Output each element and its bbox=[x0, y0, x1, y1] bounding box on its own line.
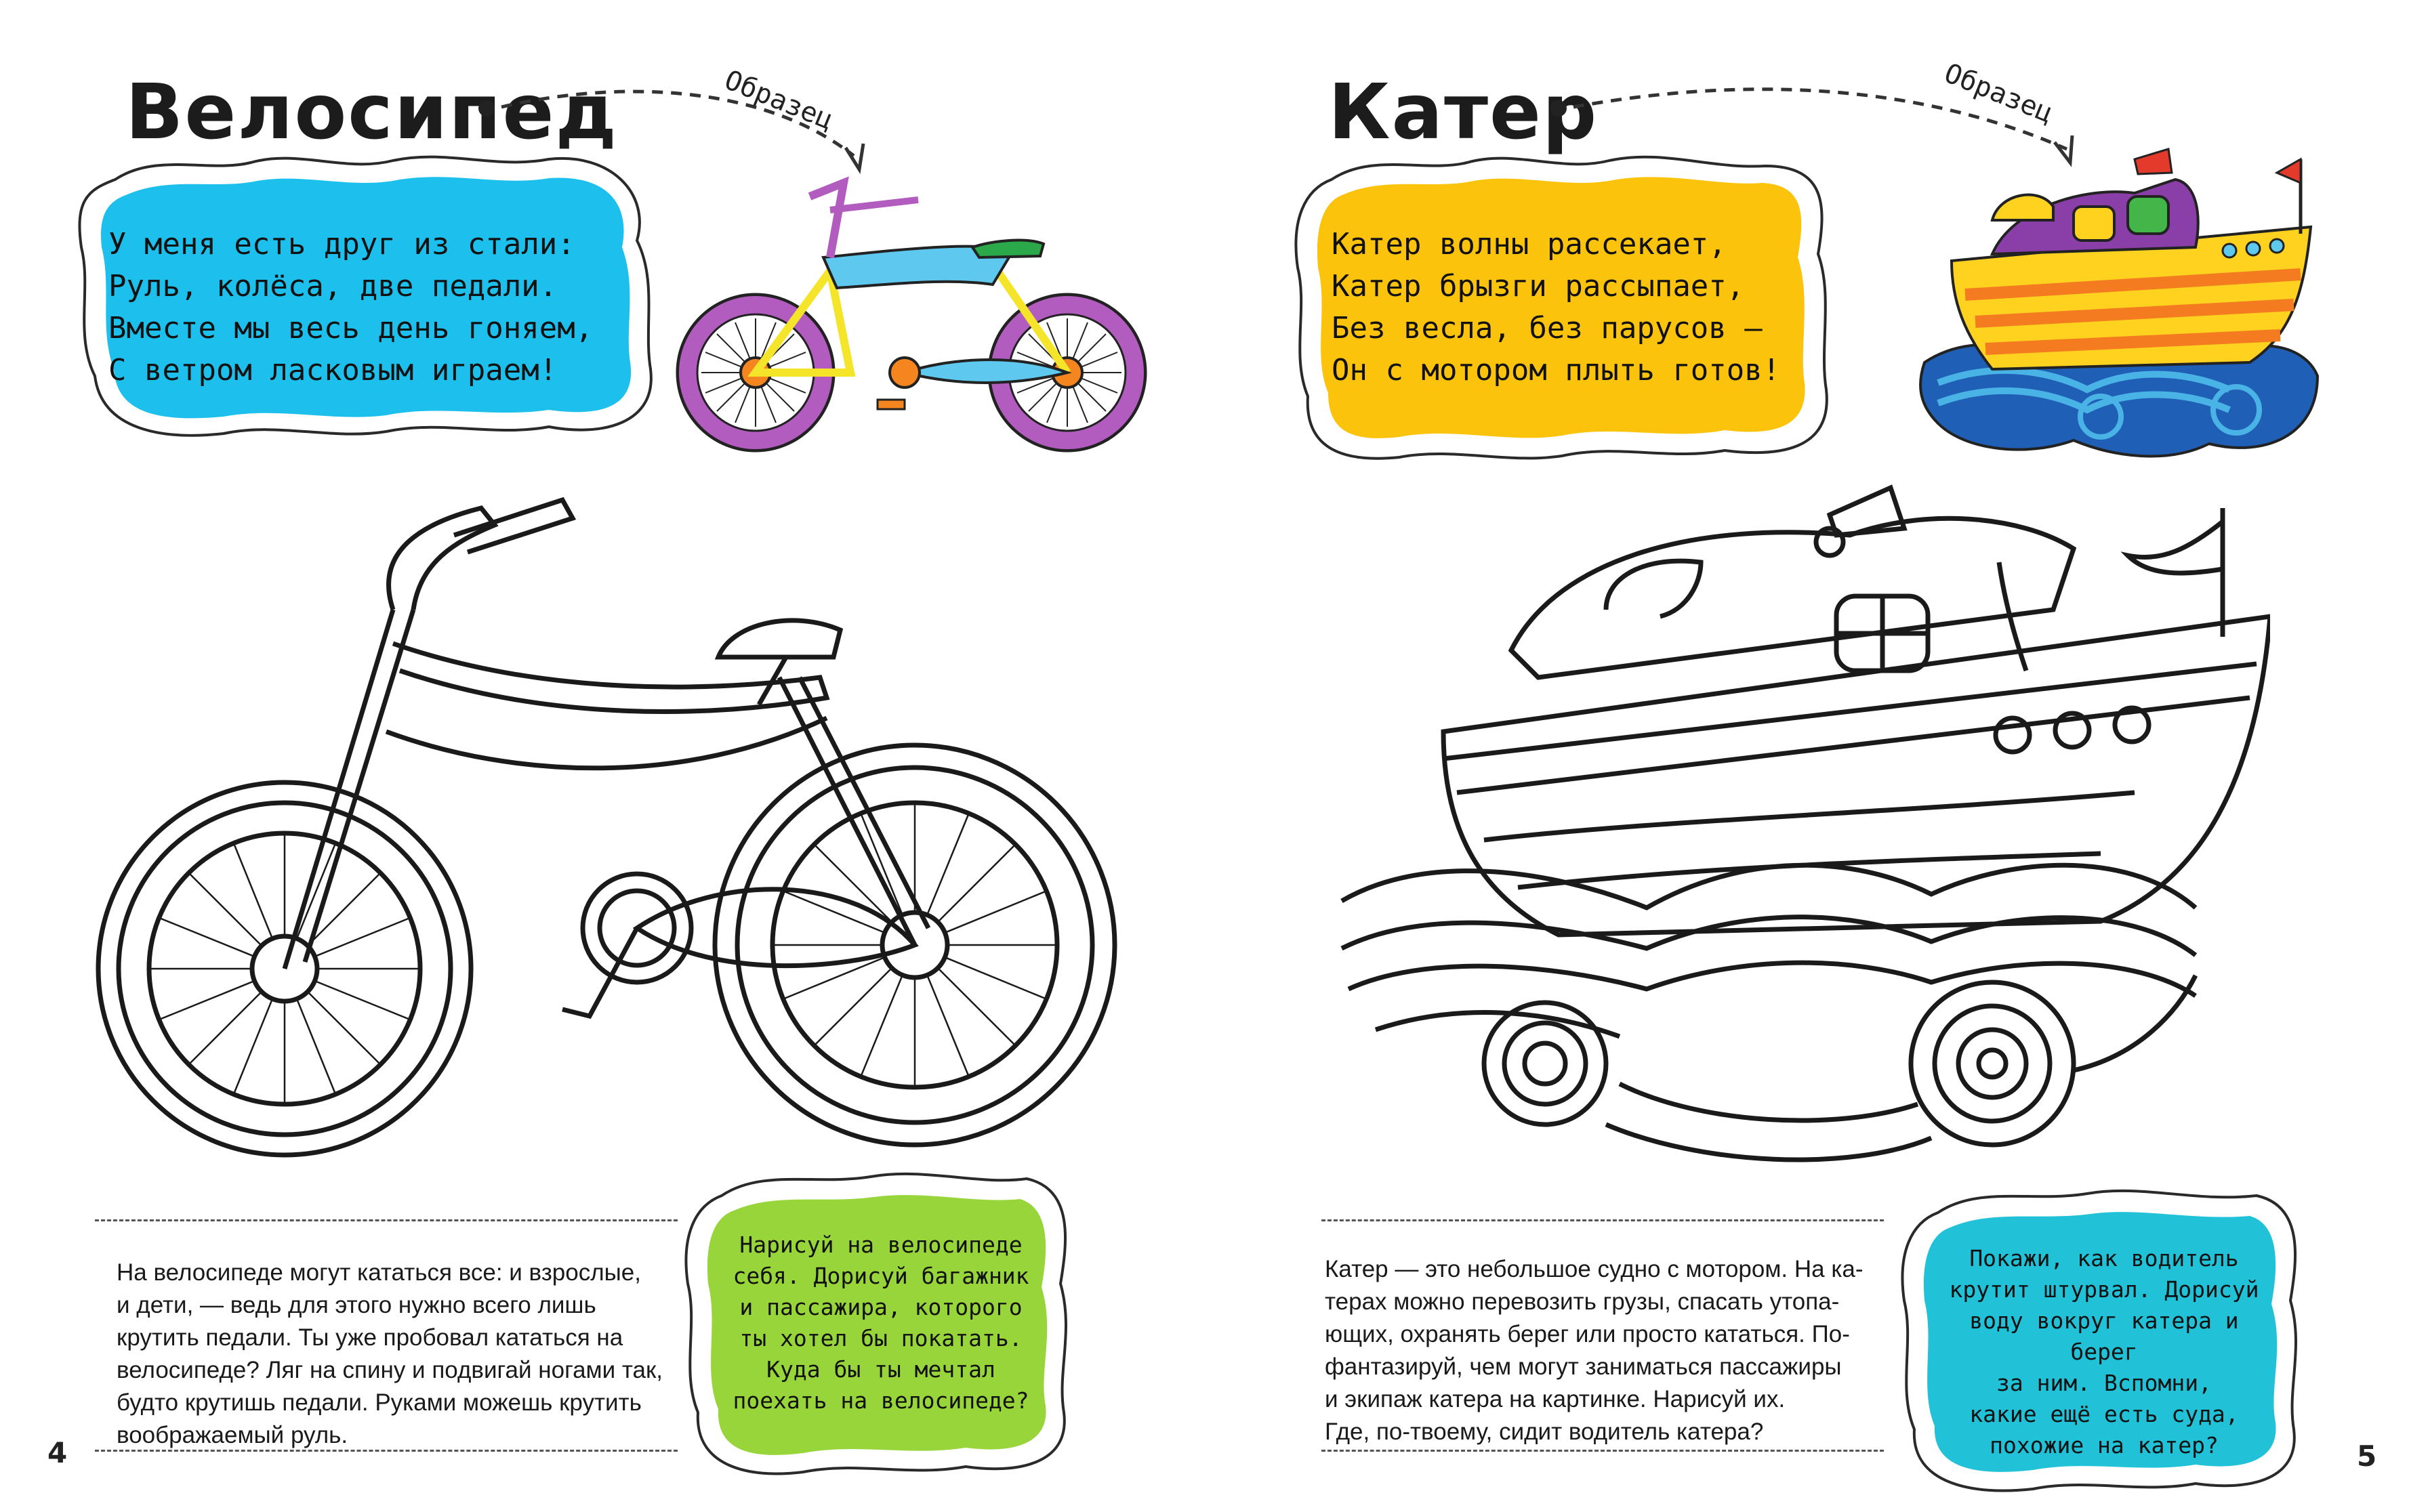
left-sample-arrow bbox=[478, 89, 865, 174]
left-page-number: 4 bbox=[47, 1436, 68, 1469]
boat-outline-drawing bbox=[1340, 484, 2270, 1162]
left-task-text: Нарисуй на велосипеде себя. Дорисуй бага… bbox=[733, 1232, 1029, 1414]
left-poem-text: У меня есть друг из стали: Руль, колёса,… bbox=[108, 227, 594, 387]
right-task-bubble: Покажи, как водитель крутит штурвал. Дор… bbox=[1897, 1185, 2304, 1497]
left-poem-bubble: У меня есть друг из стали: Руль, колёса,… bbox=[75, 152, 657, 437]
right-top-divider bbox=[1321, 1219, 1884, 1221]
sample-boat-illustration bbox=[1919, 148, 2320, 458]
right-poem-text: Катер волны рассекает, Катер брызги расс… bbox=[1332, 227, 1781, 387]
right-bottom-divider bbox=[1321, 1450, 1884, 1452]
left-task-bubble: Нарисуй на велосипеде себя. Дорисуй бага… bbox=[681, 1169, 1074, 1480]
left-bottom-divider bbox=[95, 1450, 678, 1452]
bicycle-outline-drawing bbox=[96, 497, 1117, 1158]
right-page-number: 5 bbox=[2357, 1440, 2377, 1473]
left-top-divider bbox=[95, 1219, 678, 1221]
sample-bicycle-illustration bbox=[676, 176, 1147, 453]
left-page-title: Велосипед bbox=[125, 68, 618, 156]
left-info-text: На велосипеде могут кататься все: и взро… bbox=[117, 1259, 663, 1448]
right-sample-arrow bbox=[1550, 87, 2074, 167]
right-task-text: Покажи, как водитель крутит штурвал. Дор… bbox=[1949, 1245, 2259, 1458]
right-poem-bubble: Катер волны рассекает, Катер брызги расс… bbox=[1291, 152, 1833, 464]
right-info-text: Катер — это небольшое судно с мотором. Н… bbox=[1325, 1256, 1864, 1445]
